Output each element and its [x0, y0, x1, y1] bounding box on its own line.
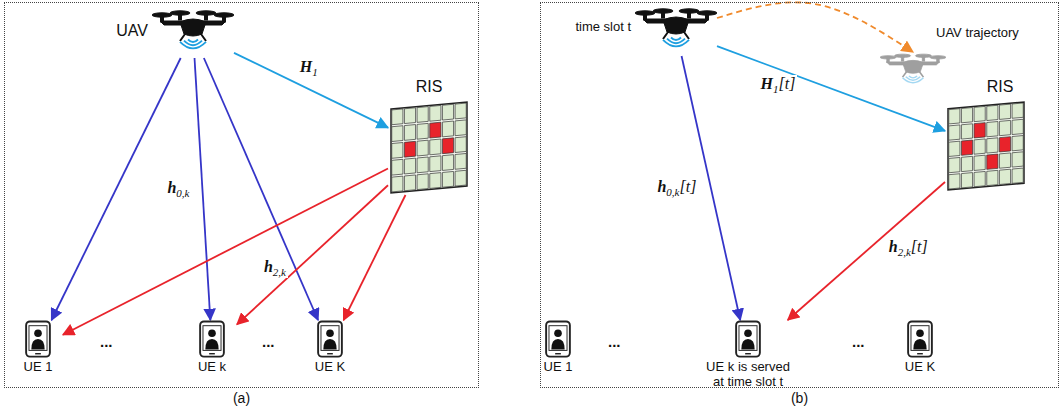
phone-icon — [734, 320, 762, 358]
ris-panel — [388, 100, 470, 195]
symbol: h — [889, 238, 898, 255]
symbol: H — [761, 75, 773, 92]
phone-icon — [906, 320, 934, 358]
node-label: UE 1 — [544, 360, 573, 375]
node-label: UE K — [315, 360, 345, 375]
subfigure-panel: (b)time slot tUAV trajectoryRISUE 1UE k … — [540, 2, 1059, 388]
subscript: 1 — [773, 83, 779, 95]
node-label: UE k — [198, 360, 226, 375]
ris-node: RIS — [945, 100, 1027, 192]
node-label: UE 1 — [24, 360, 53, 375]
ellipsis-label: ... — [262, 333, 275, 350]
time-index: [t] — [911, 238, 928, 255]
channel-arrow — [788, 182, 945, 320]
subscript: 2,k — [898, 246, 911, 258]
symbol: h — [167, 179, 176, 196]
ellipsis-label: ... — [100, 333, 113, 350]
uav-icon — [880, 52, 946, 90]
phone-icon — [316, 320, 344, 358]
subfigure-panel: (a)UAVRISUE 1UE kUE K — [4, 2, 479, 388]
node-label: UE k is served at time slot t — [700, 360, 796, 390]
trajectory-arrow — [717, 2, 913, 52]
phone-icon — [544, 320, 572, 358]
uav-icon — [635, 6, 717, 56]
time-index: [t] — [679, 178, 696, 195]
ris-panel — [945, 100, 1027, 192]
user-equipment: UE 1 — [13, 320, 63, 375]
time-index: [t] — [779, 75, 796, 92]
subscript: 2,k — [273, 266, 286, 278]
uav-icon — [152, 8, 234, 58]
channel-arrow — [52, 58, 181, 320]
ris-node: RIS — [388, 100, 470, 195]
subscript: 0,k — [666, 186, 679, 198]
subscript: 1 — [312, 66, 318, 78]
phone-icon — [24, 320, 52, 358]
ellipsis-label: ... — [608, 333, 621, 350]
user-equipment: UE k — [187, 320, 237, 375]
channel-label: h2,k — [262, 258, 288, 278]
channel-arrow — [195, 58, 211, 320]
channel-label: H1[t] — [759, 75, 798, 95]
node-label: UAV — [116, 22, 148, 40]
channel-arrow — [344, 195, 406, 320]
channel-label: h0,k — [165, 179, 191, 199]
node-label: UAV trajectory — [936, 26, 1019, 41]
node-label: RIS — [388, 78, 470, 96]
symbol: h — [264, 258, 273, 275]
ellipsis-label: ... — [852, 333, 865, 350]
channel-arrow — [717, 46, 945, 131]
subfigure-caption: (b) — [541, 390, 1058, 406]
subscript: 0,k — [176, 187, 189, 199]
user-equipment: UE K — [305, 320, 355, 375]
channel-arrow — [237, 185, 388, 324]
phone-icon — [198, 320, 226, 358]
channel-arrow — [234, 53, 388, 128]
symbol: h — [657, 178, 666, 195]
user-equipment: UE K — [895, 320, 945, 375]
symbol: H — [300, 58, 312, 75]
node-label: UE K — [905, 360, 935, 375]
channel-arrow — [204, 58, 318, 320]
node-label: RIS — [959, 78, 1041, 96]
channel-label: h2,k[t] — [887, 238, 930, 258]
node-label: time slot t — [575, 20, 631, 35]
subfigure-caption: (a) — [5, 390, 478, 406]
channel-label: h0,k[t] — [655, 178, 698, 198]
uav-node: UAV trajectory — [880, 52, 946, 90]
channel-arrow — [63, 168, 388, 334]
user-equipment: UE k is served at time slot t — [700, 320, 796, 390]
channel-label: H1 — [298, 58, 320, 78]
uav-node: UAV — [152, 8, 234, 58]
user-equipment: UE 1 — [533, 320, 583, 375]
uav-node: time slot t — [635, 6, 717, 56]
